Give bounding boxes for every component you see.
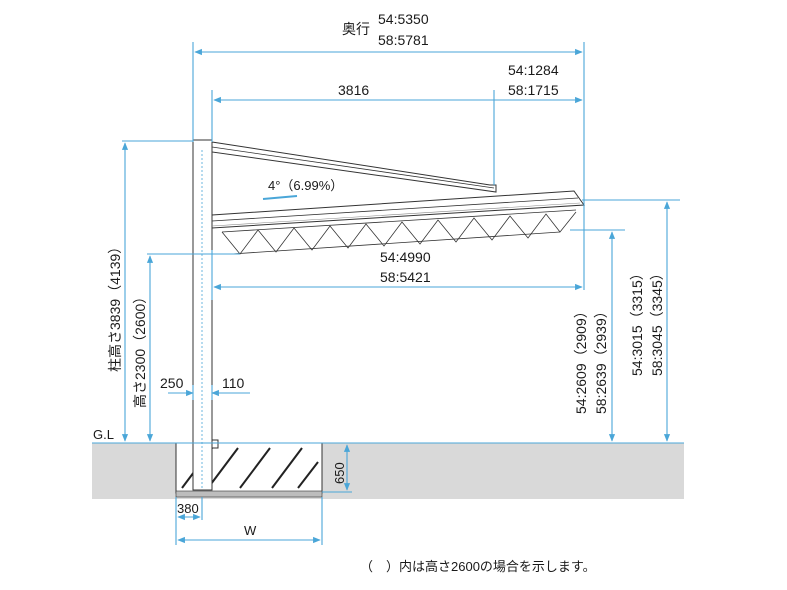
roof-length-58: 58:5421: [380, 269, 431, 285]
roof-panel: [211, 190, 585, 229]
rear-depth-54: 54:1284: [508, 62, 559, 78]
dimension-labels: 奥行 54:5350 58:5781 54:1284 58:1715 3816 …: [93, 11, 665, 574]
column-total-height: 柱高さ3839（4139）: [107, 240, 123, 372]
post-offset: 110: [222, 375, 245, 391]
rear-depth-58: 58:1715: [508, 82, 559, 98]
depth-54: 54:5350: [378, 11, 429, 27]
depth-58: 58:5781: [378, 32, 429, 48]
footnote: （ ）内は高さ2600の場合を示します。: [360, 559, 596, 574]
top-height-54: 54:3015（3315）: [629, 266, 645, 376]
post-width: 250: [160, 375, 184, 391]
top-height-58: 58:3045（3345）: [649, 266, 665, 376]
dimension-lines: [92, 42, 684, 545]
foundation-width: 380: [177, 501, 199, 516]
column-post: [192, 139, 219, 491]
slope-label: 4°（6.99%）: [268, 178, 343, 193]
clearance-height: 高さ2300（2600）: [132, 290, 148, 408]
arm-length: 3816: [338, 82, 369, 98]
roof-truss: [221, 209, 577, 255]
roof-arm: [211, 141, 497, 193]
w-label: W: [244, 523, 257, 538]
gl-label: G.L: [93, 427, 114, 442]
edge-height-54: 54:2609（2909）: [573, 304, 589, 414]
edge-height-58: 58:2639（2939）: [593, 304, 609, 414]
depth-label: 奥行: [342, 21, 370, 37]
foundation-depth: 650: [332, 462, 347, 484]
roof-length-54: 54:4990: [380, 249, 431, 265]
